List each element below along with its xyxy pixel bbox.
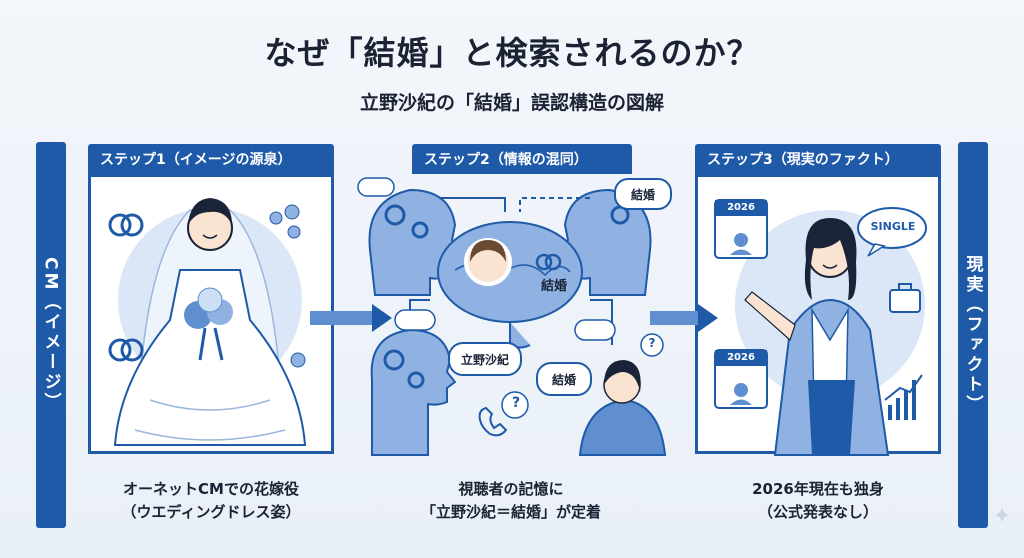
- head-bubble-marriage: 結婚: [614, 178, 672, 210]
- calendar-year-bottom: 2026: [727, 352, 755, 363]
- woman-bubble-marriage: 結婚: [536, 362, 592, 396]
- step2-label: ステップ2（情報の混同）: [412, 144, 632, 174]
- step1-label: ステップ1（イメージの源泉）: [88, 144, 334, 174]
- question-icon-small: ?: [648, 336, 656, 350]
- side-label-cm: CM（イメージ）: [36, 142, 66, 528]
- bride-illustration: [108, 198, 307, 446]
- confusion-illustration: [357, 177, 667, 456]
- side-label-reality: 現実（ファクト）: [958, 142, 988, 528]
- step2-caption: 視聴者の記憶に 「立野沙紀＝結婚」が定着: [420, 480, 601, 521]
- brain-label-marriage: 結婚: [540, 279, 567, 294]
- reality-illustration: [714, 199, 927, 456]
- step1-caption: オーネットCMでの花嫁役 （ウエディングドレス姿）: [121, 480, 301, 521]
- page-subtitle: 立野沙紀の「結婚」誤認構造の図解: [359, 92, 664, 114]
- question-icon: ?: [511, 395, 521, 411]
- page-title: なぜ「結婚」と検索されるのか？: [264, 34, 760, 72]
- sparkle-icon: ✦: [992, 504, 1012, 529]
- calendar-year-top: 2026: [727, 202, 755, 213]
- step3-caption: 2026年現在も独身 （公式発表なし）: [752, 480, 884, 521]
- single-bubble: SINGLE: [870, 220, 916, 233]
- name-bubble: 立野沙紀: [448, 342, 522, 376]
- step3-label: ステップ3（現実のファクト）: [695, 144, 941, 174]
